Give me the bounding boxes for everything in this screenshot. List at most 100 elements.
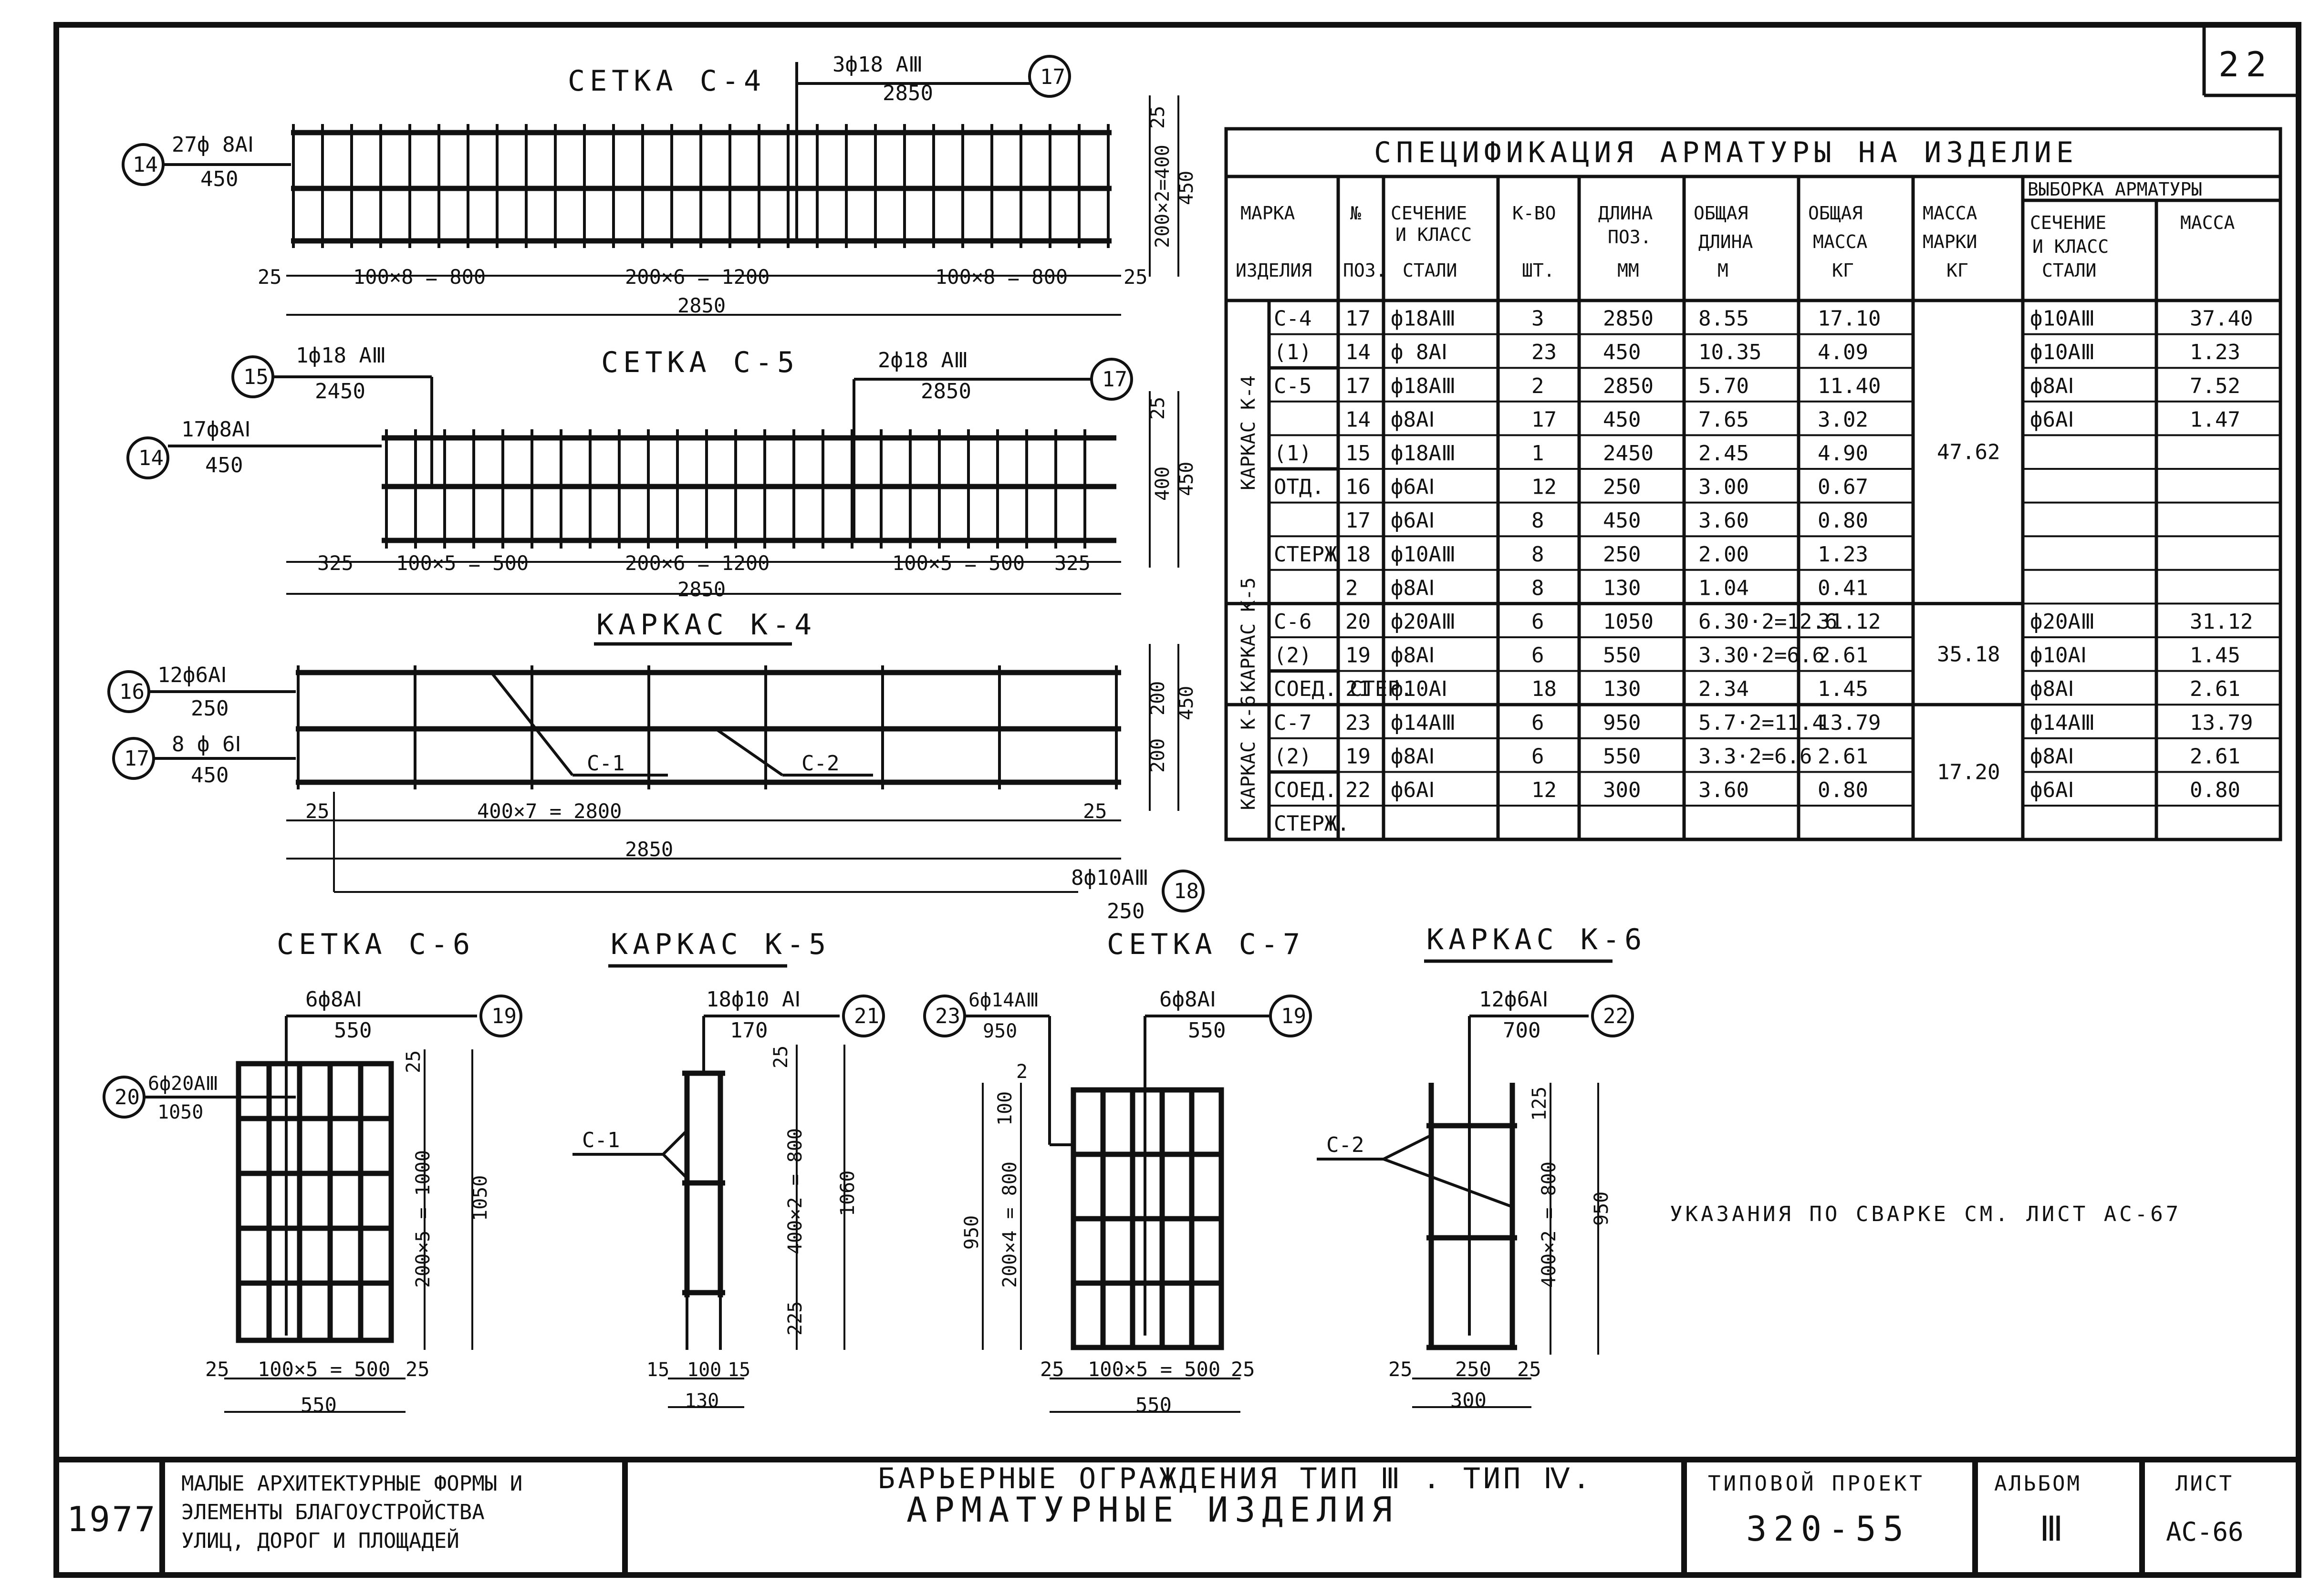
c7-top-callout-bars: 6ф8АⅠ [1159, 987, 1216, 1012]
c4-left-callout-length: 450 [200, 167, 238, 191]
c4-dim-2: 200×6 = 1200 [625, 265, 770, 289]
selection-section: ф10АⅢ [2030, 340, 2095, 364]
spec-cell-tm: 2.61 [1818, 744, 1868, 768]
c6-total: 550 [301, 1393, 337, 1417]
spec-cell-pos: 20 [1345, 610, 1371, 634]
spec-cell-len: 550 [1603, 643, 1641, 668]
spec-cell-pos: 14 [1345, 340, 1371, 364]
spec-cell-len: 130 [1603, 576, 1641, 600]
spec-cell-tl: 1.04 [1698, 576, 1749, 600]
spec-cell-tm: 31.12 [1818, 610, 1881, 634]
c6-rdim-1: 200×5 = 1000 [412, 1150, 434, 1288]
spec-cell-len: 450 [1603, 340, 1641, 364]
c5-dim-2: 200×6 = 1200 [625, 551, 770, 575]
c7-ldim-3: 200×4 = 800 [999, 1161, 1021, 1288]
selection-section: ф6АⅠ [2030, 778, 2074, 802]
c4-rdim-0: 25 [1147, 106, 1169, 129]
spec-title: СПЕЦИФИКАЦИЯ АРМАТУРЫ НА ИЗДЕЛИЕ [1374, 136, 2078, 169]
c4-left-callout-bars: 27ф 8АⅠ [172, 133, 254, 157]
project-number: 320-55 [1746, 1509, 1910, 1549]
mesh-c4-drawing: СЕТКА С-4 3ф18 АⅢ 2850 17 14 27ф 8АⅠ 450… [122, 52, 1197, 317]
c5-callout-a-length: 2450 [315, 379, 365, 404]
c5-dim-0: 325 [317, 551, 354, 575]
selection-section: ф10АⅠ [2030, 643, 2087, 668]
c7-dim-1: 100×5 = 500 [1088, 1358, 1220, 1381]
spec-cell-len: 2850 [1603, 374, 1654, 398]
k4-leader-c2: С-2 [801, 751, 839, 776]
spec-cell-tl: 7.65 [1698, 407, 1749, 432]
hdr-tm-2: МАССА [1813, 231, 1868, 252]
hdr-sec-3: СТАЛИ [1403, 260, 1457, 281]
c7-dim-2: 25 [1231, 1358, 1255, 1381]
c6-rdim-0: 25 [403, 1050, 425, 1073]
c5-callout-a-bars: 1ф18 АⅢ [296, 343, 386, 368]
k5-rdim-3: 225 [784, 1301, 806, 1336]
spec-cell-len: 450 [1603, 407, 1641, 432]
c5-rdim-1: 400 [1152, 466, 1174, 501]
k4-callout17-bars: 8 ф 6Ⅰ [172, 732, 241, 757]
spec-cell-qty: 3 [1531, 307, 1544, 331]
k6-dim-0: 25 [1388, 1358, 1413, 1381]
spec-cell-tl: 3.30·2=6.6 [1698, 643, 1825, 668]
hdr-qty-1: К-ВО [1512, 203, 1556, 224]
k4-callout16-length: 250 [191, 696, 229, 721]
c6-dim-1: 100×5 = 500 [258, 1358, 390, 1381]
spec-cell-len: 2850 [1603, 307, 1654, 331]
k5-dim-2: 15 [728, 1359, 750, 1381]
hdr-pos-2: ПОЗ. [1343, 260, 1387, 281]
c4-total: 2850 [677, 294, 726, 317]
k6-top-callout-length: 700 [1503, 1018, 1540, 1043]
hdr-mm-2: МАРКИ [1923, 231, 1977, 252]
mesh-c6-drawing: СЕТКА С-6 19 6ф8АⅠ 550 20 6ф20АⅢ 1050 25… [103, 928, 522, 1417]
c6-left-callout-length: 1050 [157, 1101, 203, 1123]
c7-left-callout-bars: 6ф14АⅢ [968, 989, 1039, 1011]
k5-top-callout-pos: 21 [854, 1004, 879, 1028]
spec-cell-tl: 3.3·2=6.6 [1698, 744, 1812, 768]
k5-dim-0: 15 [646, 1359, 669, 1381]
c6-left-callout-bars: 6ф20АⅢ [148, 1073, 219, 1095]
spec-cell-sub: С-6 [1274, 610, 1311, 634]
hdr-mark-1: МАРКА [1240, 203, 1295, 224]
spec-cell-sec: ф8АⅠ [1391, 407, 1435, 432]
mesh-c6-title: СЕТКА С-6 [277, 928, 475, 961]
spec-cell-qty: 6 [1531, 643, 1544, 668]
c5-left-callout-bars: 17ф8АⅠ [181, 417, 250, 442]
c7-top-callout-length: 550 [1188, 1018, 1226, 1043]
album-number: Ⅲ [2039, 1509, 2070, 1549]
hdr-tl-1: ОБЩАЯ [1694, 203, 1748, 224]
spec-cell-tm: 13.79 [1818, 711, 1881, 735]
c5-total: 2850 [677, 578, 726, 601]
frame-k5-title: КАРКАС К-5 [611, 928, 831, 961]
frame-k4-drawing: КАРКАС К-4 16 12ф6АⅠ 250 17 8 ф 6Ⅰ 450 С… [107, 608, 1205, 923]
k5-rdim-1: 400×2 = 800 [784, 1128, 806, 1254]
selection-mass: 2.61 [2190, 744, 2240, 768]
spec-cell-tl: 3.60 [1698, 508, 1749, 533]
c4-rdim-1: 200×2=400 [1152, 145, 1174, 248]
k5-top-callout-bars: 18ф10 АⅠ [706, 987, 801, 1012]
title-line-2: АРМАТУРНЫЕ ИЗДЕЛИЯ [906, 1490, 1399, 1530]
hdr-sel-sec-2: И КЛАСС [2032, 236, 2109, 257]
spec-cell-sub: (2) [1274, 744, 1311, 768]
group-name: КАРКАС К-5 [1238, 577, 1259, 692]
k4-callout18-bars: 8ф10АⅢ [1071, 866, 1149, 890]
spec-cell-tl: 3.60 [1698, 778, 1749, 802]
spec-cell-qty: 8 [1531, 508, 1544, 533]
c7-left-callout-pos: 23 [935, 1004, 960, 1028]
spec-cell-sub: (2) [1274, 643, 1311, 668]
c4-left-callout-pos: 14 [133, 153, 158, 177]
c6-top-callout-bars: 6ф8АⅠ [305, 987, 362, 1012]
k4-callout16-pos: 16 [119, 680, 145, 704]
group-name: КАРКАС К-6 [1238, 695, 1259, 810]
spec-cell-sub: СОЕД. СТЕР. [1274, 677, 1413, 701]
c5-rdim-0: 25 [1147, 397, 1169, 420]
spec-cell-len: 2450 [1603, 441, 1654, 466]
mesh-c5-title: СЕТКА С-5 [601, 346, 799, 379]
c5-dim-4: 325 [1054, 551, 1091, 575]
spec-cell-tm: 0.41 [1818, 576, 1868, 600]
c6-top-callout-pos: 19 [491, 1004, 517, 1028]
group-mass: 47.62 [1937, 440, 2000, 465]
spec-cell-tm: 11.40 [1818, 374, 1881, 398]
spec-cell-tl: 6.30·2=12.6 [1698, 610, 1837, 634]
selection-mass: 1.45 [2190, 643, 2240, 668]
k4-callout18-pos: 18 [1174, 879, 1199, 903]
